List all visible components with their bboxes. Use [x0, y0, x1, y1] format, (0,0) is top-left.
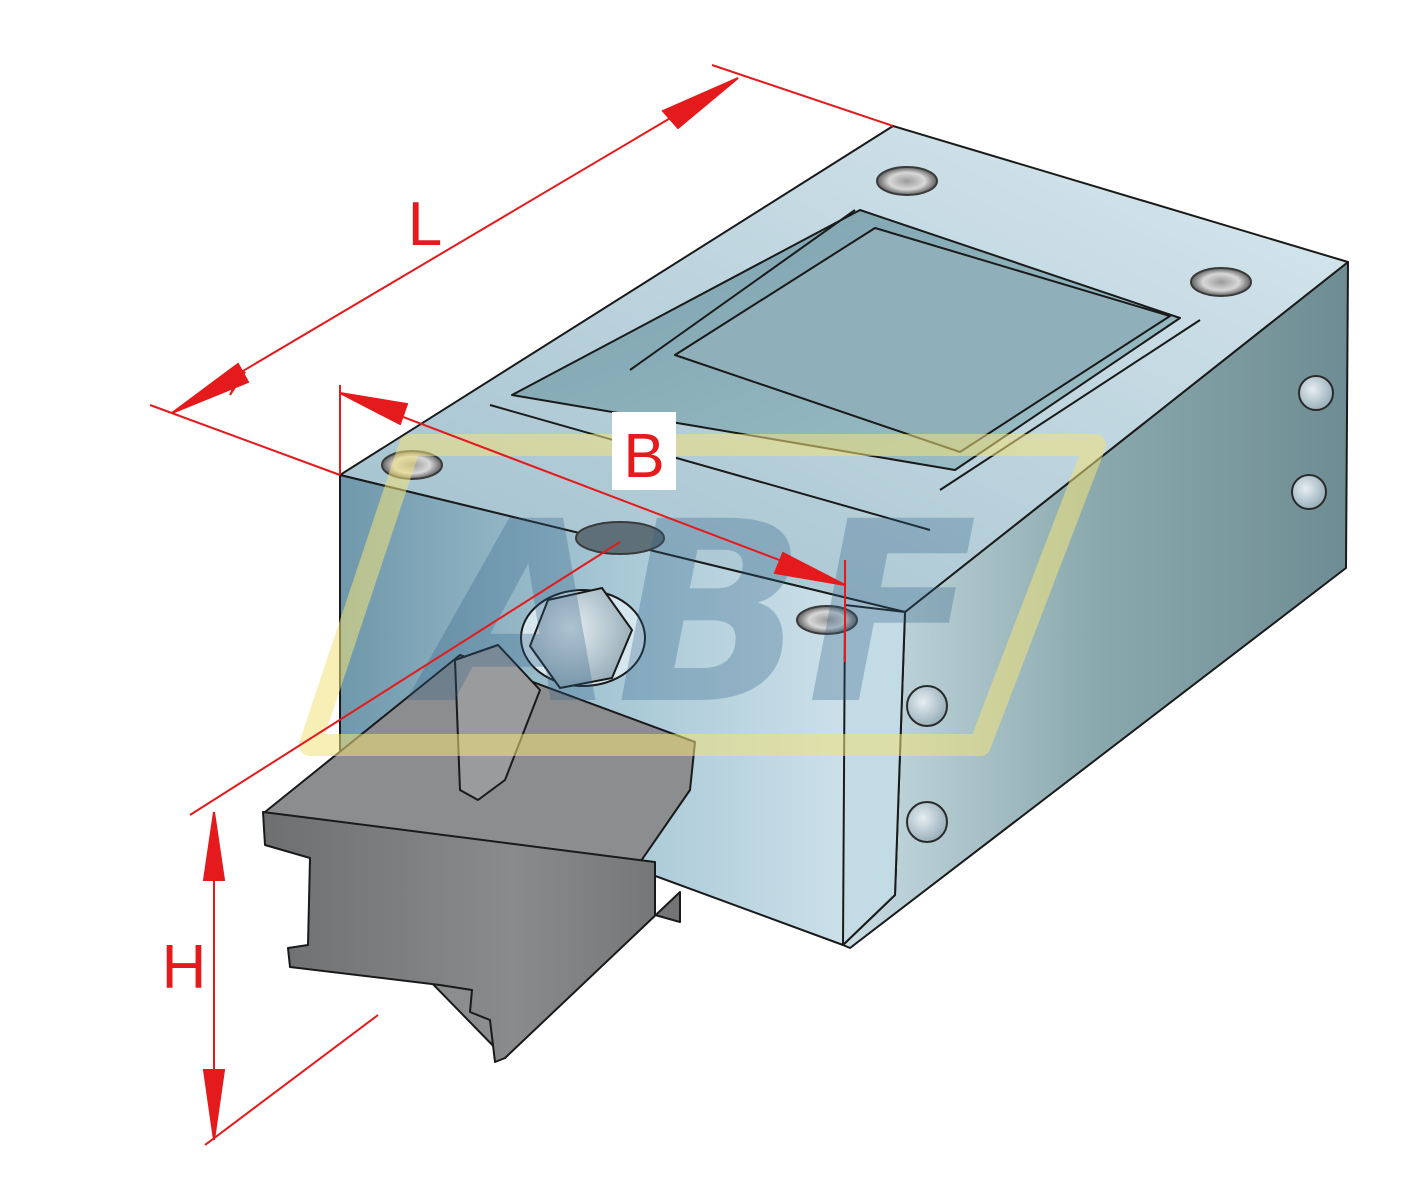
length-extension-line-1 — [149, 404, 341, 476]
watermark-text: ABF — [406, 468, 978, 759]
socket-screw-icon — [906, 801, 948, 843]
mounting-hole-1 — [876, 166, 938, 196]
height-arrow-bottom-head — [202, 1069, 226, 1141]
height-arrow-top-head — [202, 811, 226, 881]
socket-screw-icon — [1298, 375, 1334, 411]
mounting-hole-2 — [1190, 267, 1252, 297]
top-recess-inner-plate — [674, 227, 1171, 453]
height-label: H — [162, 933, 207, 1002]
width-arrow-start-head — [339, 392, 409, 426]
width-arrow-end-head — [773, 551, 846, 586]
recess-step-front — [489, 404, 931, 531]
dimension-lines — [149, 64, 894, 1146]
recess-groove-left — [629, 209, 856, 371]
length-dimension-line — [171, 77, 739, 414]
top-mounting-holes — [381, 166, 1252, 635]
rail-end-profile — [262, 811, 681, 1063]
length-arrow-start-head — [171, 362, 250, 414]
lube-nipple-icon — [520, 586, 646, 690]
socket-screw-icon — [906, 685, 948, 727]
side-screws — [906, 375, 1334, 843]
watermark: ABF — [299, 434, 1106, 759]
length-arrow-end-head — [661, 77, 739, 130]
length-extension-line-2 — [711, 64, 894, 127]
height-extension-line-bottom — [204, 1014, 379, 1146]
width-label: B — [623, 422, 664, 491]
socket-screw-icon — [1291, 474, 1327, 510]
lube-port-opening — [575, 521, 665, 555]
width-label-background — [612, 412, 676, 490]
width-dimension-line — [339, 392, 846, 586]
end-seal-strip — [842, 604, 906, 946]
length-label: L — [408, 190, 442, 259]
rail-notch-detail — [454, 644, 541, 801]
recess-groove-right — [939, 319, 1201, 491]
watermark-frame — [299, 434, 1106, 756]
mounting-hole-4 — [796, 605, 858, 635]
height-extension-line-top — [189, 541, 621, 816]
